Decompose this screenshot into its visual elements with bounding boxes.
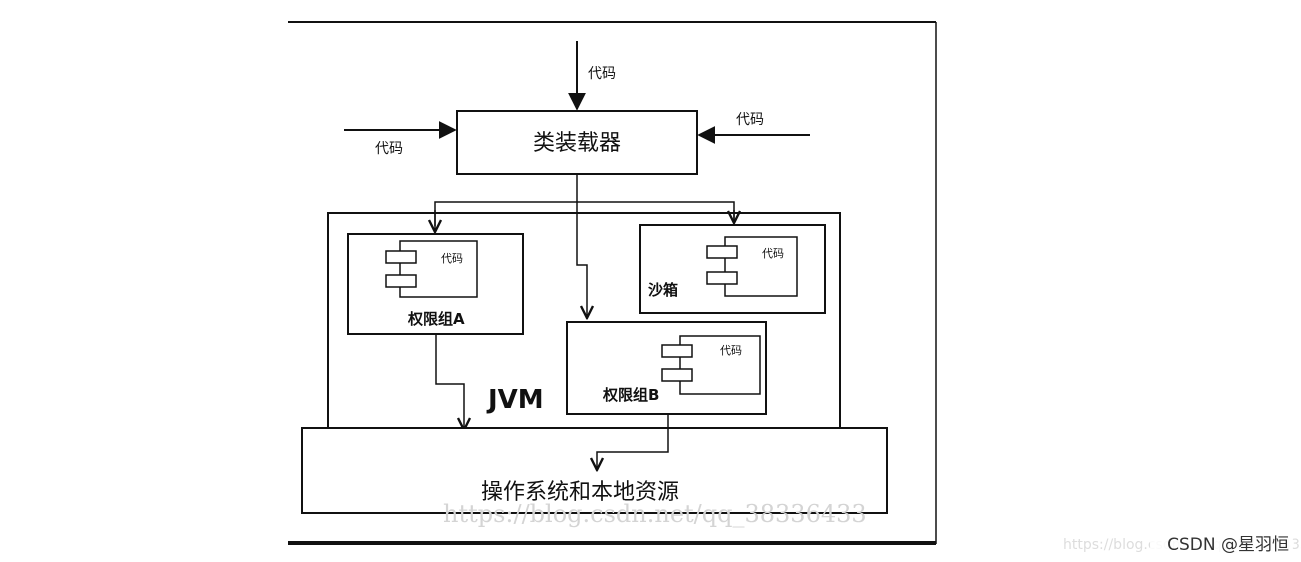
group-b-label: 权限组B [602,386,659,404]
footer-brand: CSDN @星羽恒 [1167,535,1289,555]
jvm-label: JVM [486,385,544,415]
group-b-code-label: 代码 [720,344,742,357]
loader-to-group-b-arrow [576,174,587,318]
code-right-label: 代码 [736,112,764,128]
image-watermark: https://blog.csdn.net/qq_38336433 [443,500,867,528]
class-loader-box [456,110,698,175]
group-b-component-tab-2 [661,368,693,382]
group-b-component-tab-1 [661,344,693,358]
group-a-component-tab-1 [385,250,417,264]
sandbox-code-label: 代码 [762,247,784,260]
sandbox-label: 沙箱 [648,281,678,299]
class-loader-label: 类装载器 [533,131,621,156]
group-a-component-tab-2 [385,274,417,288]
code-top-label: 代码 [588,66,616,82]
group-a-to-os-arrow [435,334,464,430]
sandbox-component-tab-2 [706,271,738,285]
group-b-component [679,335,761,395]
sandbox-component-tab-1 [706,245,738,259]
code-left-label: 代码 [375,141,403,157]
group-b-to-os-arrow [597,414,669,470]
group-a-component [399,240,478,298]
group-a-code-label: 代码 [441,252,463,265]
group-a-label: 权限组A [407,310,465,328]
footer-brand-backdrop [1150,532,1293,556]
os-label: 操作系统和本地资源 [481,480,679,505]
